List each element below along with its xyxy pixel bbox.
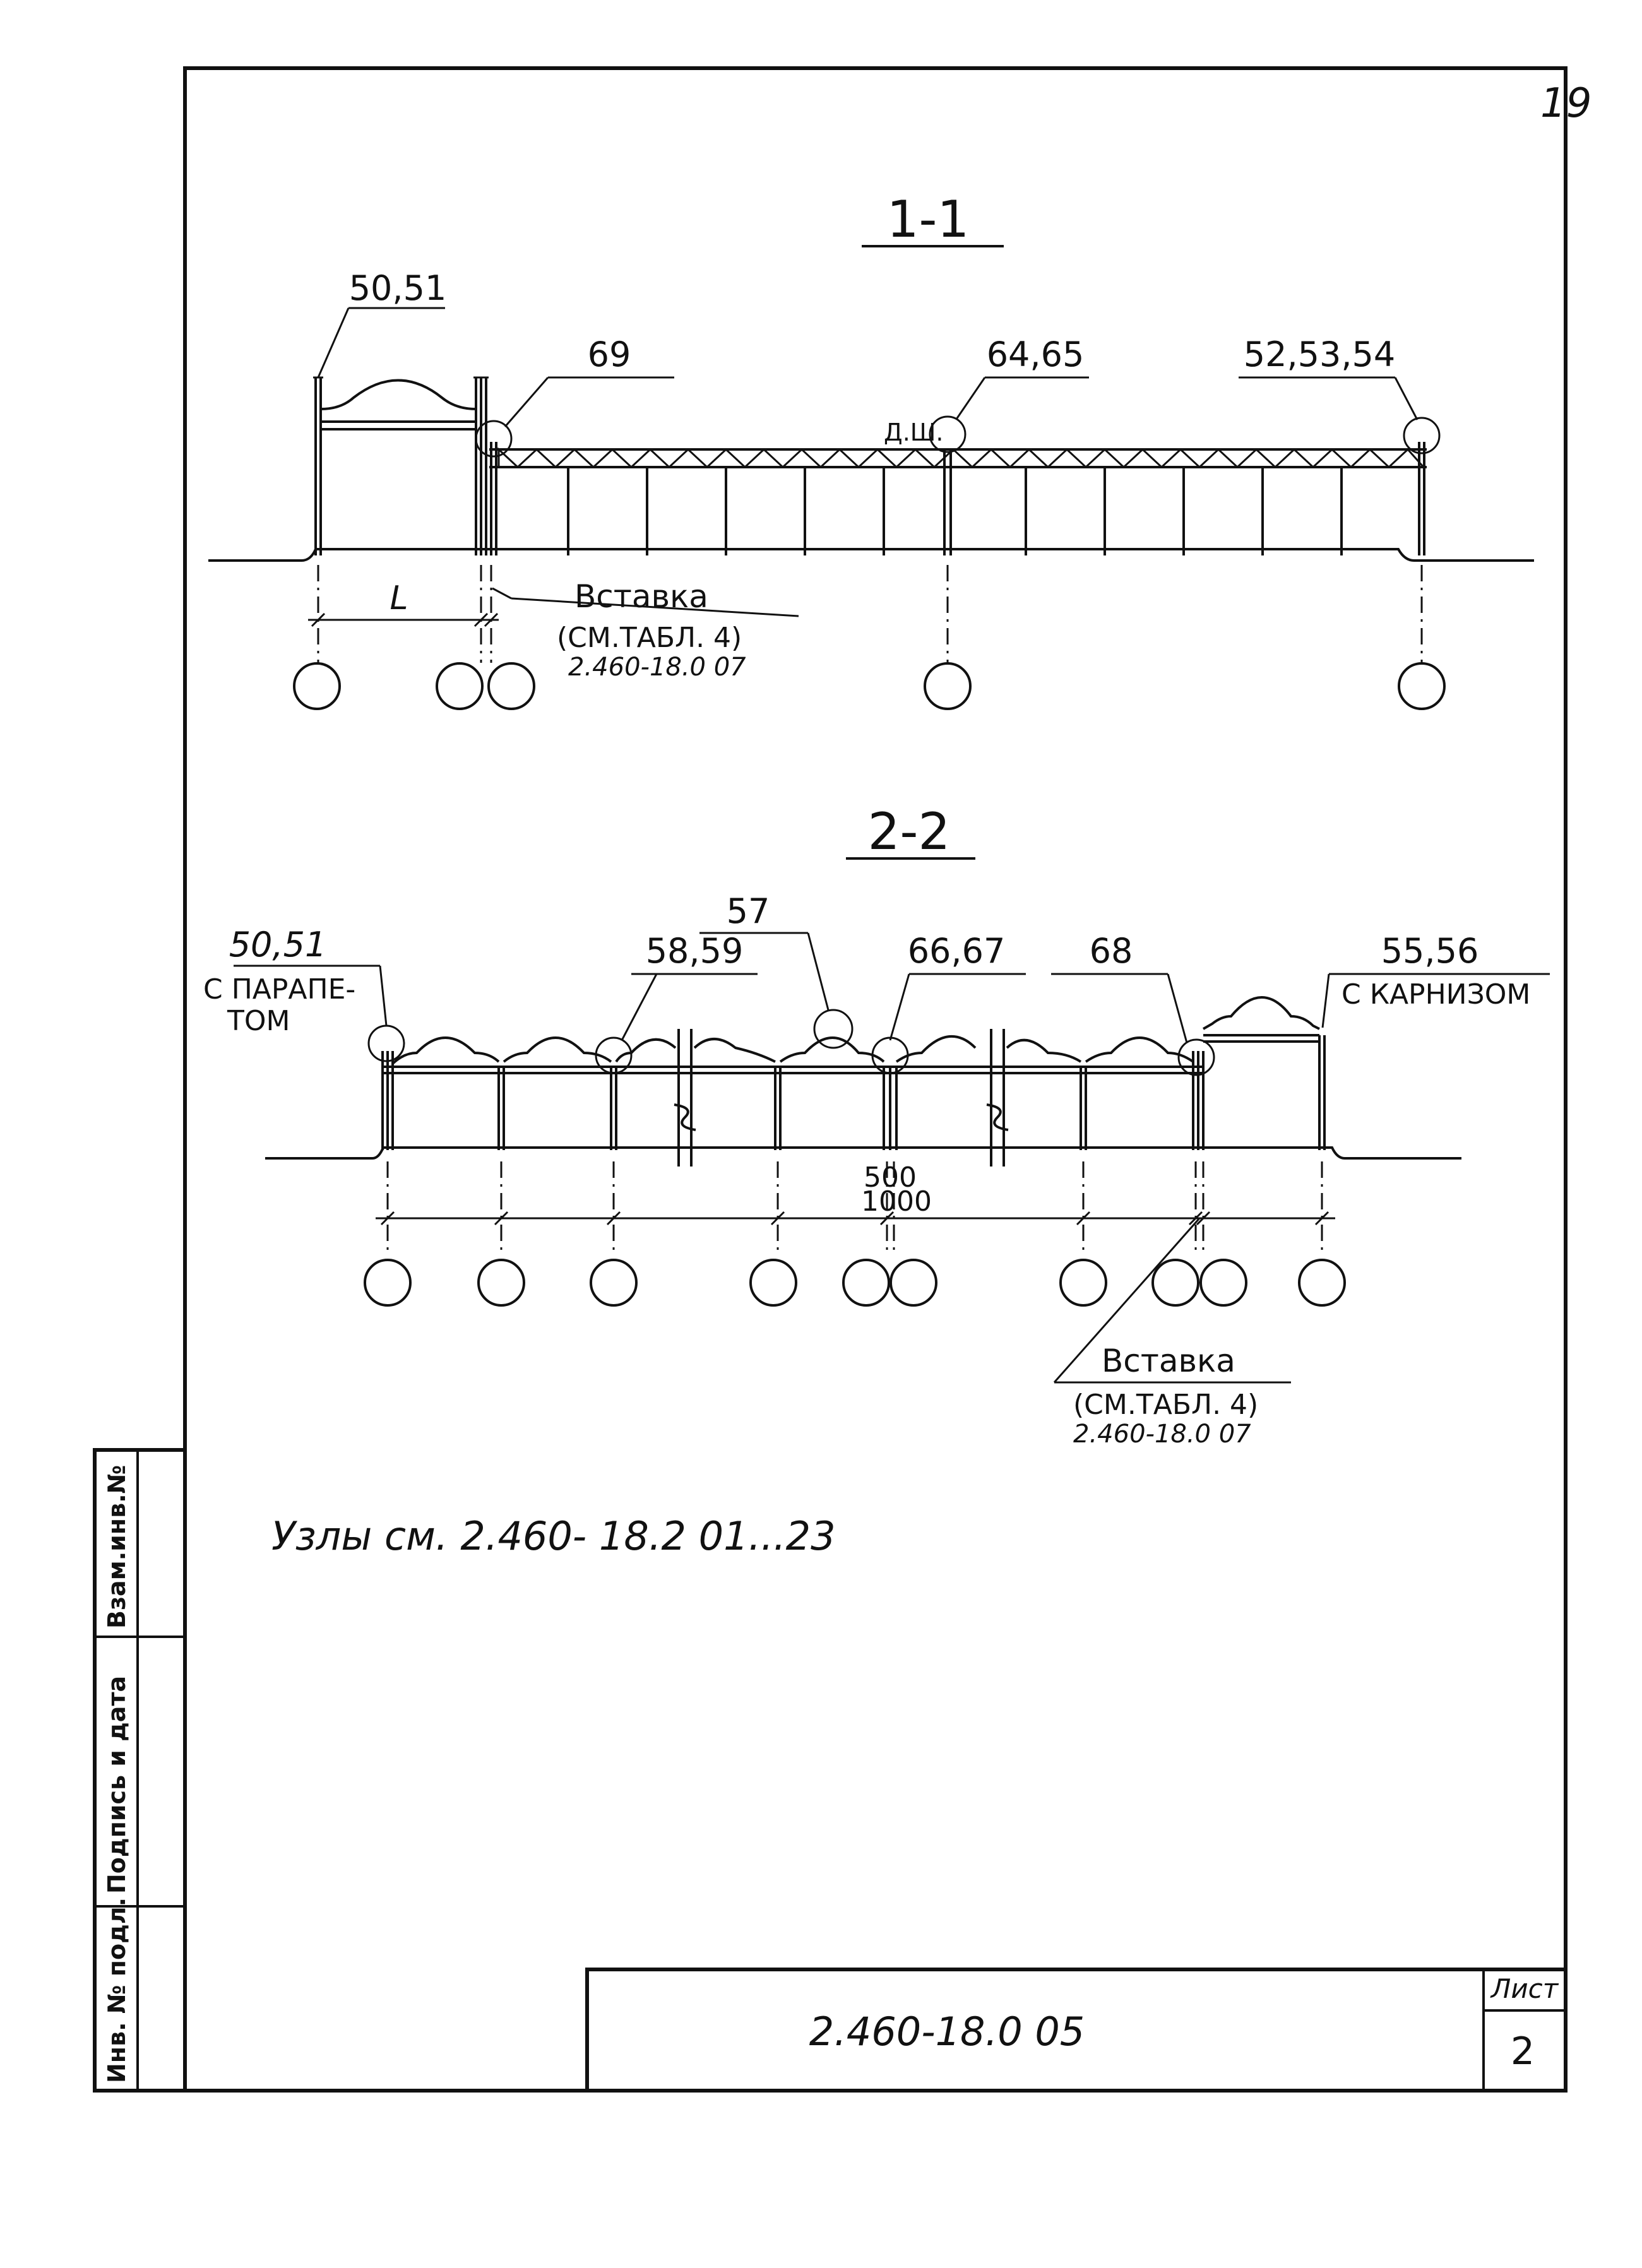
axis-bubble xyxy=(1151,1259,1199,1307)
nodes-note: Узлы см. 2.460- 18.2 01...23 xyxy=(271,1513,836,1559)
axis-bubble xyxy=(749,1259,797,1307)
insert-ref-s1: (СМ.ТАБЛ. 4) xyxy=(557,622,742,654)
insert-doc-s2: 2.460-18.0 07 xyxy=(1073,1420,1251,1449)
axis-bubble xyxy=(487,662,535,710)
sheet-number-box: 2 xyxy=(1511,2029,1535,2074)
label-span-L: L xyxy=(390,579,408,617)
label-dsh: Д.Ш. xyxy=(884,419,943,446)
section-1-1: 1-1 xyxy=(208,190,1534,710)
axis-bubble xyxy=(590,1259,638,1307)
dim-1000: 1000 xyxy=(861,1185,932,1218)
label-52-53-54: 52,53,54 xyxy=(1244,335,1395,374)
ground-line-2 xyxy=(265,1146,1461,1160)
label-57: 57 xyxy=(727,891,770,931)
label-66-67: 66,67 xyxy=(908,931,1006,971)
stamp-inv-podl: Инв. № подл. xyxy=(103,1897,131,2083)
stamp-podpis: Подпись и дата xyxy=(103,1676,131,1894)
axis-bubble xyxy=(1059,1259,1107,1307)
axis-bubble xyxy=(1298,1259,1346,1307)
label-58-59: 58,59 xyxy=(646,931,744,971)
label-64-65: 64,65 xyxy=(987,335,1085,374)
section-2-title: 2-2 xyxy=(868,802,951,861)
label-50-51-s2: 50,51 xyxy=(229,925,327,965)
insert-title-s2: Вставка xyxy=(1102,1343,1235,1379)
axis-bubble xyxy=(924,662,972,710)
title-block: 2.460-18.0 05 Лист 2 xyxy=(585,1968,1568,2093)
insert-doc-s1: 2.460-18.0 07 xyxy=(568,653,746,682)
label-68: 68 xyxy=(1090,931,1133,971)
ground-line-1 xyxy=(208,548,1534,562)
axis-bubble xyxy=(293,662,341,710)
detail-circle-69 xyxy=(475,420,513,458)
label-parapet-2: ТОМ xyxy=(227,1005,290,1037)
axis-bubble xyxy=(436,662,484,710)
section-1-title: 1-1 xyxy=(887,190,970,249)
detail-circle-525354 xyxy=(1403,417,1441,454)
insert-ref-s2: (СМ.ТАБЛ. 4) xyxy=(1073,1389,1258,1421)
label-cornice: С КАРНИЗОМ xyxy=(1342,978,1530,1011)
side-stamp: Инв. № подл. Подпись и дата Взам.инв.№ xyxy=(93,1448,187,2093)
stamp-vzam: Взам.инв.№ xyxy=(103,1465,131,1629)
columns-2 xyxy=(381,1035,1326,1150)
detail-circle-6465 xyxy=(929,415,967,453)
label-50-51-s1: 50,51 xyxy=(349,268,447,308)
axis-bubble xyxy=(1199,1259,1247,1307)
axis-bubble xyxy=(477,1259,525,1307)
axis-bubble xyxy=(889,1259,937,1307)
detail-circle-68 xyxy=(1177,1038,1215,1076)
axis-bubble xyxy=(842,1259,890,1307)
label-55-56: 55,56 xyxy=(1381,931,1479,971)
detail-circle-5859 xyxy=(595,1036,633,1074)
truss-roof-1 xyxy=(489,442,1427,555)
label-parapet-1: С ПАРАПЕ- xyxy=(203,973,355,1006)
doc-code: 2.460-18.0 05 xyxy=(809,2009,1085,2055)
left-building-1 xyxy=(313,376,489,555)
axis-bubble xyxy=(364,1259,412,1307)
sheet-label: Лист xyxy=(1490,1973,1559,2004)
sheet-number: 19 xyxy=(1540,80,1591,127)
break-marks xyxy=(674,1029,1009,1167)
detail-circle-57 xyxy=(813,1009,854,1049)
section-2-2: 2-2 xyxy=(203,802,1550,1449)
dim-500: 500 xyxy=(864,1161,917,1194)
insert-title-s1: Вставка xyxy=(574,578,708,615)
label-69: 69 xyxy=(588,335,631,374)
axis-bubble xyxy=(1398,662,1446,710)
